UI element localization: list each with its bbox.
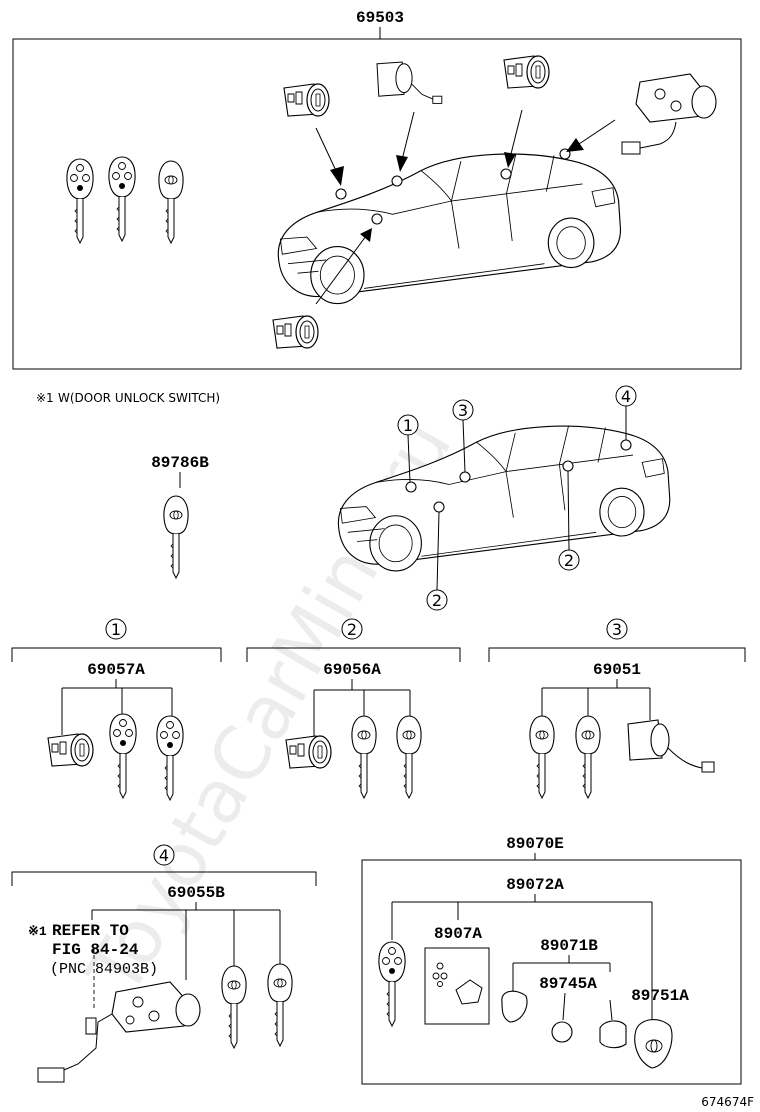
location-marker-4: 4 <box>615 385 637 440</box>
location-marker-3: 3 <box>452 399 474 473</box>
part-number-89745A[interactable]: 89745A <box>539 975 597 993</box>
part-number-69055B[interactable]: 69055B <box>167 884 225 902</box>
section-2-marker: 2 <box>347 620 357 639</box>
section-3-marker: 3 <box>612 620 622 639</box>
section-3: 3 69051 <box>488 618 746 799</box>
part-number-69056A[interactable]: 69056A <box>323 661 381 679</box>
part-number-69057A[interactable]: 69057A <box>87 661 145 679</box>
section-4: 4 69055B <box>11 844 317 1083</box>
section-4-marker: 4 <box>159 846 169 865</box>
svg-text:3: 3 <box>458 401 468 420</box>
top-ignition-switch <box>621 73 717 155</box>
svg-text:2: 2 <box>432 591 442 610</box>
part-number-89072A[interactable]: 89072A <box>506 876 564 894</box>
part-number-69503[interactable]: 69503 <box>356 9 404 27</box>
location-marker-2-rear: 2 <box>558 470 580 571</box>
section-1-marker: 1 <box>111 620 121 639</box>
top-car-illustration <box>277 152 622 305</box>
transmitter-kit: 89070E 89072A 8907A 89071B 89745A 89751A <box>361 835 742 1085</box>
part-number-89070E[interactable]: 89070E <box>506 835 564 853</box>
refer-line-3: (PNC 84903B) <box>50 961 158 978</box>
svg-text:4: 4 <box>621 387 631 406</box>
note-symbol: ※1 <box>36 391 54 405</box>
section-1: 1 69057A <box>11 618 222 801</box>
top-remote-key-1 <box>66 158 94 244</box>
section-2: 2 69056A <box>246 618 461 799</box>
refer-symbol: ※1 <box>28 924 47 939</box>
top-cylinder-upper-left <box>283 83 330 117</box>
top-key <box>158 160 184 244</box>
top-cylinder-upper-right <box>503 55 550 89</box>
location-marker-2-front: 2 <box>426 511 448 611</box>
location-marker-1: 1 <box>397 414 419 483</box>
key-89786B <box>163 495 189 579</box>
svg-text:2: 2 <box>564 551 574 570</box>
top-assembly-frame <box>12 38 742 370</box>
part-number-69051[interactable]: 69051 <box>593 661 641 679</box>
refer-line-2[interactable]: FIG 84-24 <box>52 941 139 959</box>
ignition-switch-assembly <box>37 981 201 1083</box>
location-arrows <box>315 109 616 305</box>
top-remote-key-2 <box>108 156 136 242</box>
refer-line-1: REFER TO <box>52 922 129 940</box>
top-cylinder-lower <box>272 315 319 349</box>
part-number-89071B[interactable]: 89071B <box>540 937 598 955</box>
note-door-unlock-switch: W(DOOR UNLOCK SWITCH) <box>58 391 220 405</box>
svg-text:1: 1 <box>403 416 413 435</box>
part-number-8907A[interactable]: 8907A <box>434 925 482 943</box>
part-number-89751A[interactable]: 89751A <box>631 987 689 1005</box>
part-number-89786B[interactable]: 89786B <box>151 454 209 472</box>
diagram-code: 674674F <box>701 1095 754 1109</box>
top-cylinder-trunk <box>376 61 443 104</box>
